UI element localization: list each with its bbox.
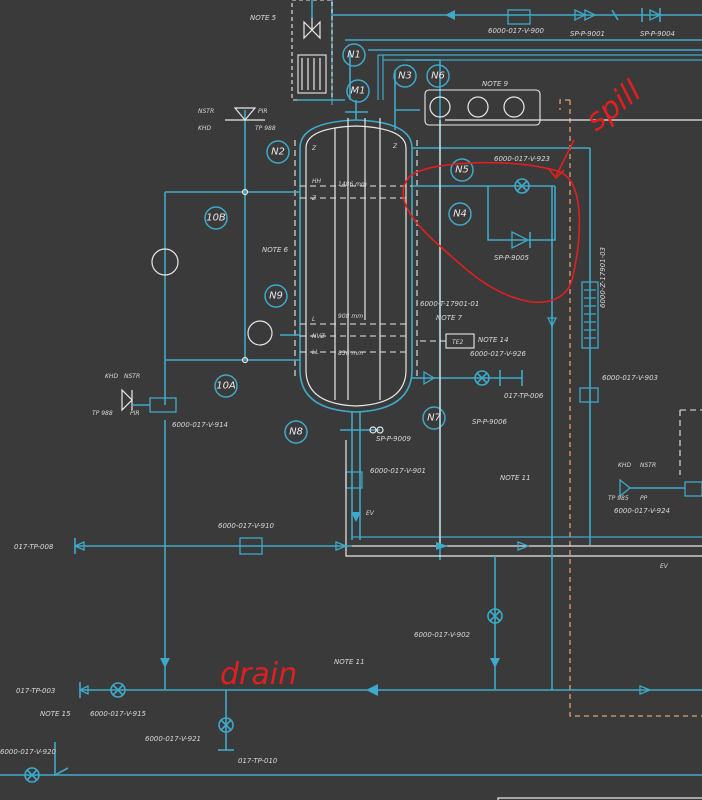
svg-text:N1: N1 bbox=[347, 50, 361, 61]
svg-text:10A: 10A bbox=[216, 381, 236, 392]
svg-text:1486 mm: 1486 mm bbox=[338, 181, 367, 188]
svg-text:N4: N4 bbox=[453, 209, 467, 220]
tag-10A: 10A bbox=[214, 374, 238, 398]
svg-text:TP 985: TP 985 bbox=[608, 495, 629, 502]
svg-text:N6: N6 bbox=[431, 71, 445, 82]
svg-text:N8: N8 bbox=[289, 427, 303, 438]
label-v924: 6000-017-V-924 bbox=[614, 507, 670, 515]
label-tp010: 017-TP-010 bbox=[238, 757, 278, 765]
svg-text:N9: N9 bbox=[269, 291, 283, 302]
svg-text:KHD: KHD bbox=[105, 373, 118, 380]
label-sp9006: SP-P-9006 bbox=[472, 418, 508, 426]
red-markup-drain: drain bbox=[220, 657, 297, 692]
svg-text:Z: Z bbox=[392, 143, 398, 150]
label-tp008: 017-TP-008 bbox=[14, 543, 54, 551]
drain-annotation: drain bbox=[220, 657, 297, 692]
label-sp9005: SP-P-9005 bbox=[494, 254, 530, 262]
svg-text:NSTR: NSTR bbox=[640, 462, 656, 469]
spill-annotation: spill bbox=[579, 74, 648, 139]
tag-N9: N9 bbox=[264, 284, 288, 308]
label-note15: NOTE 15 bbox=[40, 710, 71, 718]
svg-text:Z: Z bbox=[311, 195, 317, 202]
label-v910: 6000-017-V-910 bbox=[218, 522, 275, 530]
svg-text:908 mm: 908 mm bbox=[338, 313, 363, 320]
drawing-labels: 6000-017-V-900 SP-P-9001 SP-P-9004 6000-… bbox=[0, 27, 675, 765]
tag-N4: N4 bbox=[448, 202, 472, 226]
svg-text:PIR: PIR bbox=[258, 108, 268, 115]
svg-text:836 mm: 836 mm bbox=[338, 350, 363, 357]
svg-text:HH: HH bbox=[312, 178, 322, 185]
vessel-6000-T-17901-01: HH Z 1486 mm L 908 mm NVZ LL 836 mm Z Z bbox=[294, 100, 440, 440]
label-v903: 6000-017-V-903 bbox=[602, 374, 658, 382]
label-note11a: NOTE 11 bbox=[500, 474, 531, 482]
tag-N5: N5 bbox=[450, 158, 474, 182]
note-5-label: NOTE 5 bbox=[250, 14, 277, 22]
tag-N8: N8 bbox=[284, 420, 308, 444]
svg-text:KHD: KHD bbox=[198, 125, 211, 132]
label-sp9001: SP-P-9001 bbox=[570, 30, 605, 38]
svg-text:NOTE 6: NOTE 6 bbox=[262, 246, 289, 254]
tag-N6: N6 bbox=[426, 64, 450, 88]
svg-text:L: L bbox=[312, 316, 315, 323]
top-filter-unit: NOTE 5 bbox=[250, 0, 345, 101]
svg-text:TE2: TE2 bbox=[452, 339, 463, 346]
svg-text:KHD: KHD bbox=[618, 462, 631, 469]
tag-N2: N2 bbox=[266, 140, 290, 164]
label-gauge: 6000-Z-17901-03 bbox=[599, 247, 607, 308]
bottom-drain-piping bbox=[73, 119, 702, 690]
right-piping: TE2 KHD NSTR TP 985 PP EV bbox=[412, 99, 702, 717]
tag-N7: N7 bbox=[422, 406, 446, 430]
label-v921: 6000-017-V-921 bbox=[145, 735, 201, 743]
label-sp9004: SP-P-9004 bbox=[640, 30, 675, 38]
label-tp003: 017-TP-003 bbox=[16, 687, 55, 695]
svg-text:N2: N2 bbox=[271, 147, 285, 158]
svg-text:EV: EV bbox=[366, 510, 375, 517]
svg-text:NSTR: NSTR bbox=[124, 373, 140, 380]
label-v926: 6000-017-V-926 bbox=[470, 350, 527, 358]
label-v923: 6000-017-V-923 bbox=[494, 155, 550, 163]
bottom-drain-header bbox=[0, 682, 702, 800]
svg-text:PP: PP bbox=[640, 495, 648, 502]
label-v901: 6000-017-V-901 bbox=[370, 467, 426, 475]
svg-text:EV: EV bbox=[660, 563, 669, 570]
note-9-instrument-panel: NOTE 9 bbox=[424, 80, 541, 126]
svg-text:PIR: PIR bbox=[130, 410, 140, 417]
svg-text:N7: N7 bbox=[427, 413, 441, 424]
tag-N3: N3 bbox=[393, 64, 417, 88]
svg-text:LL: LL bbox=[312, 349, 319, 356]
label-note11b: NOTE 11 bbox=[334, 658, 365, 666]
label-v900: 6000-017-V-900 bbox=[488, 27, 545, 35]
svg-text:10B: 10B bbox=[206, 213, 226, 224]
label-note7: NOTE 7 bbox=[436, 314, 463, 322]
svg-text:N5: N5 bbox=[455, 165, 469, 176]
label-v920: 6000-017-V-920 bbox=[0, 748, 57, 756]
svg-text:TP 988: TP 988 bbox=[92, 410, 113, 417]
svg-text:TP 988: TP 988 bbox=[255, 125, 276, 132]
tag-10B: 10B bbox=[204, 206, 228, 230]
label-v902: 6000-017-V-902 bbox=[414, 631, 471, 639]
tag-M1: M1 bbox=[346, 79, 370, 103]
label-tp006: 017-TP-006 bbox=[504, 392, 544, 400]
svg-text:M1: M1 bbox=[351, 86, 366, 97]
instrument-box-900 bbox=[507, 9, 531, 25]
svg-text:N3: N3 bbox=[398, 71, 412, 82]
svg-text:NVZ: NVZ bbox=[312, 333, 326, 340]
svg-text:6000-017-V-914: 6000-017-V-914 bbox=[172, 421, 228, 429]
tag-N1: N1 bbox=[342, 43, 366, 67]
label-v915: 6000-017-V-915 bbox=[90, 710, 147, 718]
label-sp9009: SP-P-9009 bbox=[376, 435, 412, 443]
label-note14: NOTE 14 bbox=[478, 336, 509, 344]
label-tank: 6000-T-17901-01 bbox=[420, 300, 479, 308]
svg-text:NSTR: NSTR bbox=[198, 108, 214, 115]
svg-text:NOTE 9: NOTE 9 bbox=[482, 80, 509, 88]
left-level-instrumentation: NSTR PIR KHD TP 988 NOTE 6 KHD NSTR TP 9… bbox=[92, 107, 300, 429]
svg-text:Z: Z bbox=[311, 145, 317, 152]
